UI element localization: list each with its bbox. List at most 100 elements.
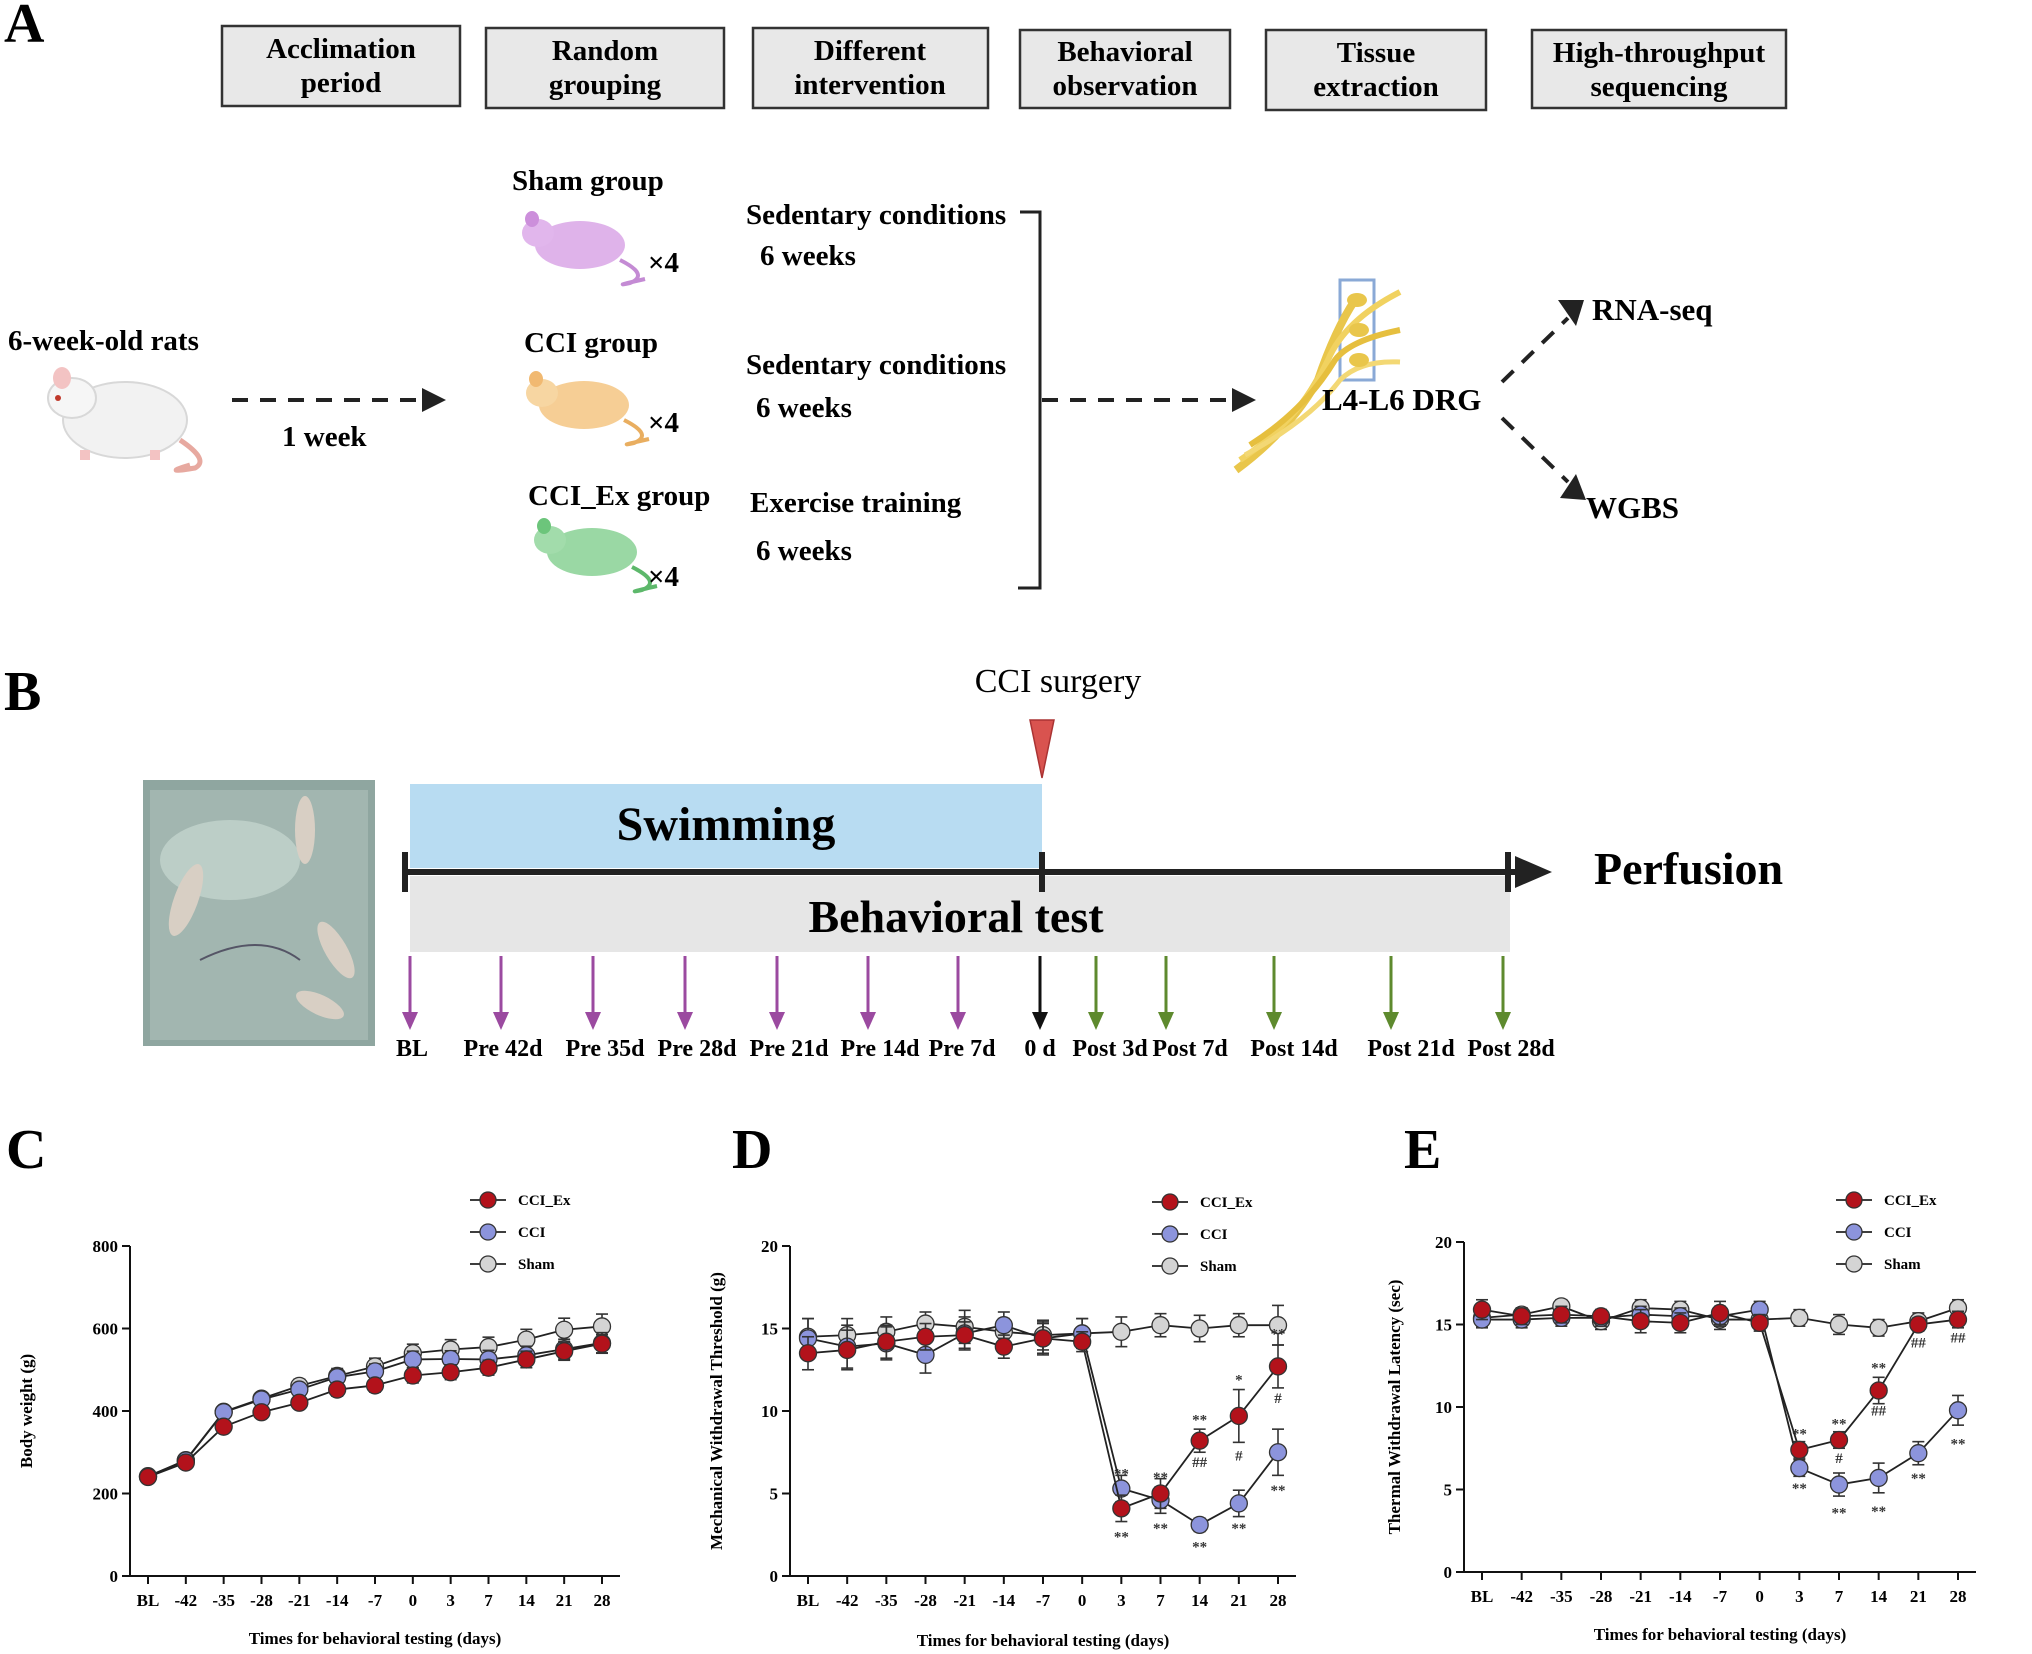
data-point-cci xyxy=(1909,1444,1928,1463)
x-tick-label: -42 xyxy=(174,1591,197,1610)
step-box-1: Acclimation period xyxy=(220,24,462,108)
legend-marker xyxy=(1845,1191,1863,1209)
y-tick-label: 15 xyxy=(761,1320,778,1339)
data-point-cci-ex xyxy=(441,1363,460,1382)
group-cci-duration: 6 weeks xyxy=(756,392,852,424)
timepoint-arrow-head xyxy=(860,1012,876,1030)
significance-mark: ## xyxy=(1951,1331,1967,1347)
x-tick-label: -14 xyxy=(326,1591,349,1610)
rat-icon-start xyxy=(47,367,203,473)
step-6-line1: High-throughput xyxy=(1553,37,1766,69)
surgery-marker xyxy=(1029,719,1055,779)
legend-label: CCI_Ex xyxy=(1884,1193,1937,1209)
data-point-cci-ex xyxy=(517,1350,536,1369)
group-cci-ex: CCI_Ex group ×4 Exercise training 6 week… xyxy=(528,480,962,594)
x-tick-label: 28 xyxy=(1270,1591,1287,1610)
y-tick-label: 20 xyxy=(761,1237,778,1256)
timepoint-arrow-head xyxy=(402,1012,418,1030)
significance-mark: ** xyxy=(1271,1483,1286,1499)
data-point-cci xyxy=(1829,1475,1849,1494)
legend-label: Sham xyxy=(1200,1259,1237,1275)
y-tick-label: 600 xyxy=(93,1320,119,1339)
y-tick-label: 0 xyxy=(770,1567,779,1586)
y-tick-label: 800 xyxy=(93,1237,119,1256)
x-tick-label: BL xyxy=(137,1591,160,1610)
significance-mark: ** xyxy=(1114,1467,1129,1483)
data-point-cci-ex xyxy=(994,1337,1013,1356)
x-tick-label: -28 xyxy=(250,1591,273,1610)
significance-mark: # xyxy=(1274,1391,1282,1407)
step-4-line2: observation xyxy=(1053,70,1198,102)
perfusion-label: Perfusion xyxy=(1594,843,1783,894)
panel-b: B Swimming Behavioral test Perfusion CCI… xyxy=(4,661,1783,1062)
timepoint-label: Pre 14d xyxy=(841,1036,921,1062)
data-point-cci-ex xyxy=(1512,1307,1531,1326)
legend-marker xyxy=(1161,1193,1179,1211)
group-cci-ex-duration: 6 weeks xyxy=(756,535,852,567)
significance-mark: ## xyxy=(1871,1403,1887,1419)
group-sham: Sham group ×4 Sedentary conditions 6 wee… xyxy=(512,165,1006,287)
panel-c-letter: C xyxy=(6,1119,46,1181)
y-axis-title: Thermal Withdrawal Latency (sec) xyxy=(1385,1280,1404,1535)
data-point-cci-ex xyxy=(1790,1440,1809,1460)
timepoint-arrow-head xyxy=(1383,1012,1399,1030)
step-5-line2: extraction xyxy=(1313,71,1439,103)
tissue-label: L4-L6 DRG xyxy=(1322,382,1481,417)
data-point-cci-ex xyxy=(916,1327,935,1346)
significance-mark: ** xyxy=(1192,1412,1207,1428)
group-cci-ex-condition: Exercise training xyxy=(750,487,962,519)
significance-mark: # xyxy=(1235,1449,1243,1465)
series-line-sham xyxy=(147,1325,603,1478)
significance-mark: ** xyxy=(1871,1360,1886,1376)
group-cci-ex-count: ×4 xyxy=(648,561,679,593)
group-sham-duration: 6 weeks xyxy=(760,240,856,272)
legend-label: CCI xyxy=(1884,1225,1912,1241)
panel-e-letter: E xyxy=(1404,1119,1441,1181)
behavioral-test-bar xyxy=(410,876,1510,952)
y-tick-label: 5 xyxy=(770,1485,779,1504)
data-point-cci-ex xyxy=(1151,1484,1170,1503)
significance-mark: ** xyxy=(1153,1521,1168,1537)
x-axis-title: Times for behavioral testing (days) xyxy=(1594,1625,1846,1644)
x-tick-label: -21 xyxy=(953,1591,976,1610)
step-2-line1: Random xyxy=(552,35,658,67)
data-point-cci-ex xyxy=(798,1344,818,1363)
timepoint-arrow-head xyxy=(950,1012,966,1030)
data-point-sham xyxy=(1869,1318,1888,1337)
data-point-cci xyxy=(1790,1458,1809,1478)
timepoint-label: Pre 7d xyxy=(929,1036,997,1062)
timepoint-arrow-head xyxy=(1266,1012,1282,1030)
x-tick-label: 0 xyxy=(409,1591,418,1610)
x-tick-label: 7 xyxy=(1156,1591,1165,1610)
data-point-cci xyxy=(403,1350,422,1369)
data-point-cci-ex xyxy=(1710,1303,1730,1323)
step-1-line2: period xyxy=(301,67,382,99)
data-point-cci-ex xyxy=(1112,1499,1131,1518)
data-point-cci-ex xyxy=(1631,1312,1650,1331)
group-cci: CCI group ×4 Sedentary conditions 6 week… xyxy=(524,327,1006,447)
significance-mark: ** xyxy=(1153,1470,1168,1486)
data-point-cci-ex xyxy=(877,1332,896,1351)
step-2-line2: grouping xyxy=(549,69,662,101)
legend-label: CCI xyxy=(518,1225,546,1241)
group-cci-condition: Sedentary conditions xyxy=(746,349,1006,381)
timepoint-label: Pre 21d xyxy=(750,1036,830,1062)
x-tick-label: 14 xyxy=(1870,1587,1888,1606)
legend-label: Sham xyxy=(1884,1257,1921,1273)
group-sham-name: Sham group xyxy=(512,165,664,197)
y-tick-label: 200 xyxy=(93,1485,119,1504)
y-tick-label: 10 xyxy=(1435,1398,1452,1417)
legend-marker xyxy=(1161,1257,1179,1275)
timepoint-label: Post 7d xyxy=(1152,1036,1228,1062)
y-axis-title: Mechanical Withdrawal Threshold (g) xyxy=(707,1272,726,1550)
timepoint-label: Pre 28d xyxy=(658,1036,738,1062)
significance-mark: ** xyxy=(1832,1417,1847,1433)
x-axis-title: Times for behavioral testing (days) xyxy=(917,1631,1169,1650)
x-tick-label: -21 xyxy=(1629,1587,1652,1606)
legend-marker xyxy=(479,1191,497,1209)
x-tick-label: -35 xyxy=(1550,1587,1573,1606)
data-point-cci-ex xyxy=(1909,1315,1928,1334)
y-tick-label: 20 xyxy=(1435,1233,1452,1252)
group-cci-count: ×4 xyxy=(648,407,679,439)
